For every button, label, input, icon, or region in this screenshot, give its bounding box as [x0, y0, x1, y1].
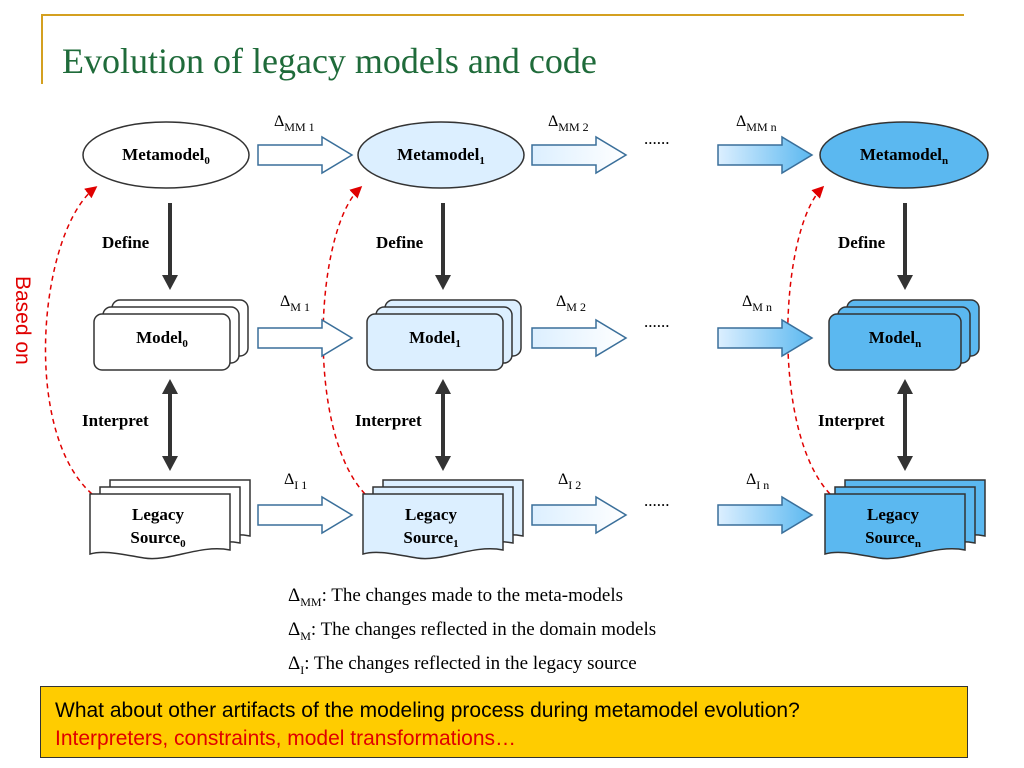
- ellipsis-i: ......: [644, 491, 670, 510]
- metamodel-0-label: Metamodel0: [122, 145, 210, 167]
- model-0: Model0: [93, 299, 249, 371]
- legend-row-m: ΔM: The changes reflected in the domain …: [288, 618, 657, 643]
- delta-arrow-i-1: [257, 495, 354, 535]
- metamodel-1: Metamodel1: [357, 121, 525, 189]
- answer-text: Interpreters, constraints, model transfo…: [55, 727, 517, 750]
- metamodel-1-label: Metamodel1: [397, 145, 485, 167]
- delta-label-mm-2: ΔMM 2: [548, 113, 589, 134]
- legacy-source-0-line2: Source0: [130, 528, 186, 550]
- metamodel-n-label: Metamodeln: [860, 145, 948, 167]
- define-arrow-1: [435, 203, 451, 290]
- legacy-source-n-line1: Legacy: [867, 505, 919, 524]
- legacy-source-1-line2: Source1: [403, 528, 458, 550]
- question-text: What about other artifacts of the modeli…: [55, 699, 800, 722]
- model-1: Model1: [366, 299, 522, 371]
- title-accent-vertical: [41, 14, 43, 84]
- interpret-arrow-0: [162, 379, 178, 471]
- interpret-arrow-1: [435, 379, 451, 471]
- model-n: Modeln: [828, 299, 980, 371]
- title-accent-horizontal: [41, 14, 964, 16]
- based-on-curve-1: [322, 185, 366, 495]
- delta-arrow-mm-2: [531, 135, 628, 175]
- define-label-1: Define: [376, 233, 424, 252]
- based-on-label: Based on: [11, 276, 34, 365]
- delta-arrow-m-1: [257, 318, 354, 358]
- page-title: Evolution of legacy models and code: [62, 41, 597, 81]
- based-on-curve-n: [787, 185, 831, 495]
- define-arrow-0: [162, 203, 178, 290]
- model-1-label: Model1: [409, 328, 461, 350]
- delta-arrow-mm-1: [257, 135, 354, 175]
- delta-label-i-2: ΔI 2: [558, 471, 581, 492]
- based-on-curve-0: [44, 186, 98, 495]
- legacy-source-0: Legacy Source0: [89, 479, 251, 560]
- delta-arrow-i-n: [717, 495, 814, 535]
- interpret-label-0: Interpret: [82, 411, 149, 430]
- delta-arrow-m-2: [531, 318, 628, 358]
- delta-label-m-n: ΔM n: [742, 293, 772, 314]
- define-label-n: Define: [838, 233, 886, 252]
- delta-label-mm-n: ΔMM n: [736, 113, 777, 134]
- model-n-label: Modeln: [869, 328, 921, 350]
- question-callout: What about other artifacts of the modeli…: [40, 686, 968, 758]
- delta-arrow-i-2: [531, 495, 628, 535]
- legend-row-mm: ΔMM: The changes made to the meta-models: [288, 585, 624, 609]
- delta-label-i-1: ΔI 1: [284, 471, 307, 492]
- legacy-source-1-line1: Legacy: [405, 505, 457, 524]
- delta-arrow-m-n: [717, 318, 814, 358]
- legacy-source-n-line2: Sourcen: [865, 528, 921, 550]
- ellipsis-mm: ......: [644, 129, 670, 148]
- delta-label-m-1: ΔM 1: [280, 293, 310, 314]
- interpret-label-n: Interpret: [818, 411, 885, 430]
- interpret-label-1: Interpret: [355, 411, 422, 430]
- legend-row-i: ΔI: The changes reflected in the legacy …: [288, 652, 637, 677]
- model-0-label: Model0: [136, 328, 188, 350]
- delta-label-m-2: ΔM 2: [556, 293, 586, 314]
- legacy-source-n: Legacy Sourcen: [824, 479, 986, 560]
- define-arrow-n: [897, 203, 913, 290]
- metamodel-0: Metamodel0: [82, 121, 250, 189]
- delta-label-i-n: ΔI n: [746, 471, 769, 492]
- legacy-source-0-line1: Legacy: [132, 505, 184, 524]
- define-label-0: Define: [102, 233, 150, 252]
- metamodel-n: Metamodeln: [819, 121, 989, 189]
- legacy-source-1: Legacy Source1: [362, 479, 524, 560]
- delta-legend: ΔMM: The changes made to the meta-models…: [288, 582, 656, 683]
- delta-label-mm-1: ΔMM 1: [274, 113, 315, 134]
- interpret-arrow-n: [897, 379, 913, 471]
- ellipsis-m: ......: [644, 312, 670, 331]
- delta-arrow-mm-n: [717, 135, 814, 175]
